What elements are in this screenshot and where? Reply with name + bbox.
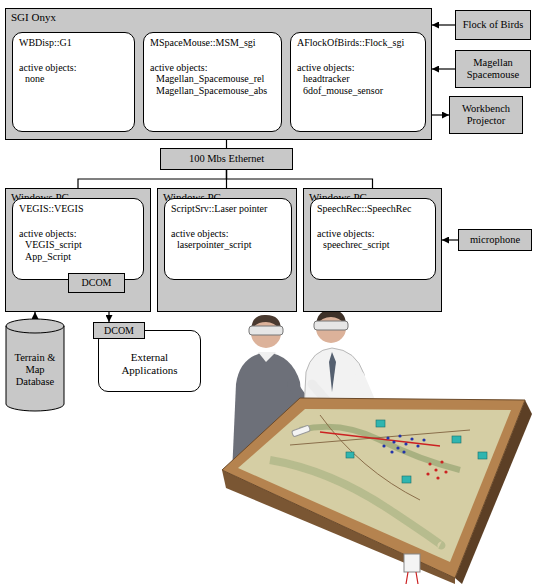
node-text: active objects: (19, 228, 137, 240)
node-title: SGI Onyx (11, 11, 426, 24)
connector (227, 170, 373, 188)
node-title: WBDisp::G1 (19, 37, 128, 49)
node-title: Flock of Birds (463, 19, 524, 31)
host-box: Windows PCScriptSrv::Laser pointeractive… (157, 188, 297, 312)
process-box: MSpaceMouse::MSM_sgiactive objects:Magel… (143, 32, 282, 132)
node-title: DCOM (81, 277, 111, 289)
node-text: headtracker (297, 73, 419, 85)
connector (432, 114, 449, 115)
node-text: active objects: (171, 228, 285, 240)
node-title: ScriptSrv::Laser pointer (171, 203, 285, 215)
database-cylinder: Terrain & Map Database (5, 318, 65, 412)
node-text: speechrec_script (317, 239, 429, 251)
device-box: Flock of Birds (455, 10, 531, 40)
node-text: active objects: (150, 62, 275, 74)
node-title: MSpaceMouse::MSM_sgi (150, 37, 275, 49)
node-text: laserpointer_script (171, 239, 285, 251)
process-box: SpeechRec::SpeechRecactive objects:speec… (310, 198, 436, 280)
node-text: Magellan_Spacemouse_rel (150, 73, 275, 85)
device-box: Workbench Projector (449, 96, 523, 134)
node-text: 6dof_mouse_sensor (297, 85, 419, 97)
node-title: DCOM (104, 325, 134, 337)
host-box: Windows PCSpeechRec::SpeechRecactive obj… (303, 188, 442, 312)
node-title: AFlockOfBirds::Flock_sgi (297, 37, 419, 49)
node-text: Magellan_Spacemouse_abs (150, 85, 275, 97)
device-box: microphone (458, 229, 532, 251)
connector (226, 140, 227, 148)
connector (432, 68, 455, 69)
process-box: VEGIS::VEGISactive objects:VEGIS_scriptA… (12, 198, 144, 280)
node-title: Magellan Spacemouse (459, 57, 527, 81)
connector (78, 170, 227, 188)
application-box: External Applications (98, 330, 201, 392)
node-text: none (19, 73, 128, 85)
connector (34, 312, 35, 318)
node-title: VEGIS::VEGIS (19, 203, 137, 215)
connector (432, 24, 455, 25)
process-box: ScriptSrv::Laser pointeractive objects:l… (164, 198, 292, 280)
node-title: Terrain & Map Database (8, 352, 62, 388)
host-box: Windows PCVEGIS::VEGISactive objects:VEG… (5, 188, 151, 312)
node-text: App_Script (19, 251, 137, 263)
node-text: active objects: (19, 62, 128, 74)
network-box: 100 Mbs Ethernet (160, 148, 293, 170)
node-text: active objects: (317, 228, 429, 240)
node-title: microphone (470, 234, 520, 246)
node-title: 100 Mbs Ethernet (189, 153, 264, 165)
connector (442, 239, 458, 240)
process-box: WBDisp::G1active objects:none (12, 32, 135, 132)
node-title: Workbench Projector (453, 103, 519, 127)
node-text: active objects: (297, 62, 419, 74)
interface-box: DCOM (68, 273, 125, 293)
interface-box: DCOM (93, 322, 145, 339)
node-title: SpeechRec::SpeechRec (317, 203, 429, 215)
host-box: SGI OnyxWBDisp::G1active objects:noneMSp… (5, 8, 432, 140)
process-box: AFlockOfBirds::Flock_sgiactive objects:h… (290, 32, 426, 132)
node-title: External Applications (105, 351, 194, 376)
device-box: Magellan Spacemouse (455, 50, 531, 88)
node-text: VEGIS_script (19, 239, 137, 251)
